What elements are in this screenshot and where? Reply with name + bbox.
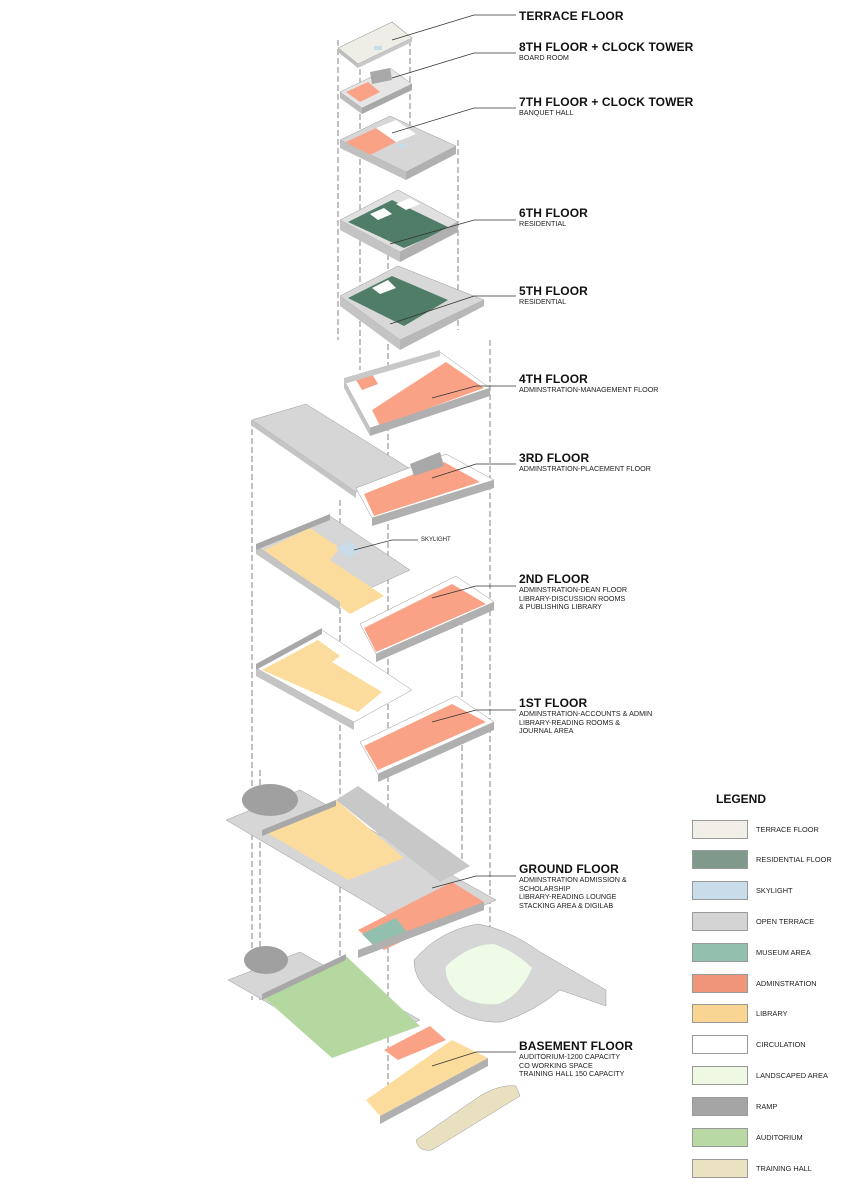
floor-description: ADMINSTRATION ADMISSION & bbox=[519, 875, 627, 884]
floor-description: LIBRARY-DISCUSSION ROOMS bbox=[519, 593, 626, 603]
legend-label: TRAINING HALL bbox=[756, 1164, 812, 1173]
swatch bbox=[692, 1128, 748, 1147]
swatch bbox=[692, 820, 748, 839]
landscaped-area bbox=[413, 923, 607, 1023]
floor-title: 5TH FLOOR bbox=[519, 284, 588, 298]
floor-label-3rd: 3RD FLOOR ADMINSTRATION-PLACEMENT FLOOR bbox=[519, 452, 651, 474]
floor-description: SCHOLARSHIP bbox=[519, 883, 571, 893]
floor-label-2nd: 2ND FLOOR ADMINSTRATION-DEAN FLOOR LIBRA… bbox=[519, 573, 627, 612]
floor-title: 6TH FLOOR bbox=[519, 206, 588, 220]
swatch bbox=[692, 943, 748, 962]
legend-label: RESIDENTIAL FLOOR bbox=[756, 855, 832, 864]
swatch bbox=[692, 1035, 748, 1054]
floor-title: 8TH FLOOR + CLOCK TOWER bbox=[519, 40, 694, 54]
7th-floor-plate bbox=[339, 115, 457, 180]
legend-label: OPEN TERRACE bbox=[756, 917, 815, 926]
terrace-floor-plate bbox=[337, 21, 413, 68]
floor-description: LIBRARY-READING ROOMS & bbox=[519, 717, 621, 727]
floor-title: 1ST FLOOR bbox=[519, 696, 588, 710]
floor-description: ADMINSTRATION-DEAN FLOOR bbox=[519, 585, 628, 594]
legend-label: LANDSCAPED AREA bbox=[756, 1071, 828, 1080]
floor-description: LIBRARY-READING LOUNGE bbox=[519, 892, 617, 902]
floor-description: AUDITORIUM-1200 CAPACITY bbox=[519, 1052, 621, 1061]
floor-label-8th: 8TH FLOOR + CLOCK TOWER BOARD ROOM bbox=[519, 41, 693, 63]
legend-item-residential-floor: RESIDENTIAL FLOOR bbox=[692, 850, 842, 870]
legend-label: CIRCULATION bbox=[756, 1040, 806, 1049]
floor-description: BANQUET HALL bbox=[519, 108, 574, 117]
legend-item-circulation: CIRCULATION bbox=[692, 1035, 842, 1055]
floor-description: RESIDENTIAL bbox=[519, 219, 567, 228]
legend-label: AUDITORIUM bbox=[756, 1133, 803, 1142]
floor-label-4th: 4TH FLOOR ADMINSTRATION-MANAGEMENT FLOOR bbox=[519, 373, 659, 395]
legend-item-skylight: SKYLIGHT bbox=[692, 881, 842, 901]
legend-label: TERRACE FLOOR bbox=[756, 825, 819, 834]
8th-floor-plate bbox=[339, 67, 413, 114]
floor-label-5th: 5TH FLOOR RESIDENTIAL bbox=[519, 285, 588, 307]
floor-title: BASEMENT FLOOR bbox=[519, 1039, 634, 1053]
legend-item-adminstration: ADMINSTRATION bbox=[692, 974, 842, 994]
4th-floor-plate bbox=[343, 350, 491, 436]
floor-description: STACKING AREA & DIGILAB bbox=[519, 900, 614, 910]
basement-floor-plate bbox=[227, 946, 521, 1151]
swatch bbox=[692, 1097, 748, 1116]
legend-item-ramp: RAMP bbox=[692, 1097, 842, 1117]
floor-title: 2ND FLOOR bbox=[519, 572, 590, 586]
swatch bbox=[692, 1004, 748, 1023]
floor-label-terrace: TERRACE FLOOR bbox=[519, 10, 624, 23]
floor-description: CO WORKING SPACE bbox=[519, 1060, 593, 1070]
legend-label: RAMP bbox=[756, 1102, 778, 1111]
legend-title: LEGEND bbox=[716, 792, 767, 806]
legend-label: ADMINSTRATION bbox=[756, 979, 817, 988]
swatch bbox=[692, 850, 748, 869]
swatch bbox=[692, 912, 748, 931]
legend-label: LIBRARY bbox=[756, 1009, 788, 1018]
ground-floor-plate bbox=[225, 784, 497, 958]
floor-title: 4TH FLOOR bbox=[519, 372, 588, 386]
5th-floor-plate bbox=[339, 265, 485, 350]
floor-title: 7TH FLOOR + CLOCK TOWER bbox=[519, 95, 694, 109]
floor-description: JOURNAL AREA bbox=[519, 726, 574, 736]
floor-title: TERRACE FLOOR bbox=[519, 9, 624, 23]
swatch bbox=[692, 881, 748, 900]
legend-item-museum-area: MUSEUM AREA bbox=[692, 943, 842, 963]
floor-description: TRAINING HALL 150 CAPACITY bbox=[519, 1069, 625, 1079]
swatch bbox=[692, 1159, 748, 1178]
swatch bbox=[692, 974, 748, 993]
floor-label-1st: 1ST FLOOR ADMINSTRATION-ACCOUNTS & ADMIN… bbox=[519, 697, 652, 736]
legend-label: SKYLIGHT bbox=[756, 886, 793, 895]
legend-item-auditorium: AUDITORIUM bbox=[692, 1128, 842, 1148]
floor-description: BOARD ROOM bbox=[519, 53, 569, 62]
floor-title: 3RD FLOOR bbox=[519, 451, 590, 465]
2nd-floor-plate bbox=[255, 514, 495, 662]
floor-label-7th: 7TH FLOOR + CLOCK TOWER BANQUET HALL bbox=[519, 96, 693, 118]
legend-item-training-hall: TRAINING HALL bbox=[692, 1159, 842, 1179]
legend-label: MUSEUM AREA bbox=[756, 948, 811, 957]
floor-label-ground: GROUND FLOOR ADMINSTRATION ADMISSION & S… bbox=[519, 863, 627, 910]
legend-item-terrace-floor: TERRACE FLOOR bbox=[692, 820, 842, 840]
floor-label-6th: 6TH FLOOR RESIDENTIAL bbox=[519, 207, 588, 229]
floor-description: ADMINSTRATION-ACCOUNTS & ADMIN bbox=[519, 709, 653, 718]
legend-item-open-terrace: OPEN TERRACE bbox=[692, 912, 842, 932]
3rd-floor-plate bbox=[251, 403, 495, 526]
swatch bbox=[692, 1066, 748, 1085]
floor-label-basement: BASEMENT FLOOR AUDITORIUM-1200 CAPACITY … bbox=[519, 1040, 633, 1079]
floor-description: ADMINSTRATION-MANAGEMENT FLOOR bbox=[519, 385, 659, 394]
6th-floor-plate bbox=[339, 189, 459, 262]
legend-item-library: LIBRARY bbox=[692, 1004, 842, 1024]
legend-item-landscaped-area: LANDSCAPED AREA bbox=[692, 1066, 842, 1086]
floor-description: ADMINSTRATION-PLACEMENT FLOOR bbox=[519, 464, 651, 473]
skylight-annotation: SKYLIGHT bbox=[421, 537, 451, 543]
floor-title: GROUND FLOOR bbox=[519, 862, 619, 876]
floor-description: & PUBLISHING LIBRARY bbox=[519, 602, 602, 612]
leader-lines bbox=[353, 14, 516, 1067]
1st-floor-plate bbox=[255, 628, 495, 782]
floor-description: RESIDENTIAL bbox=[519, 297, 567, 306]
